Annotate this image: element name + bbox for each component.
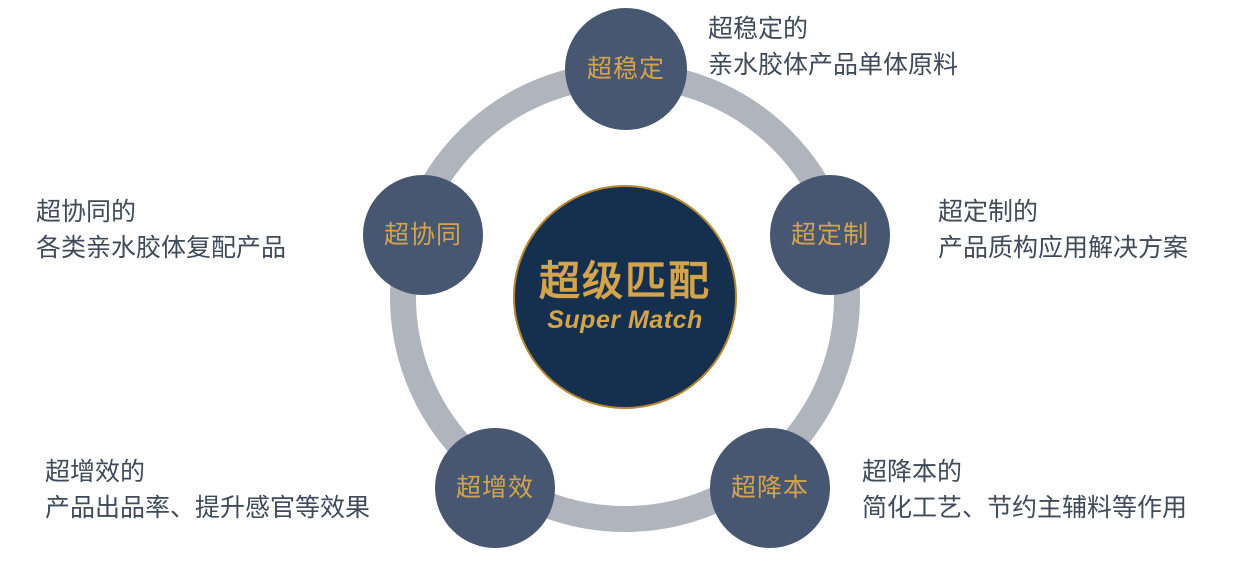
caption-stability-line-2: 亲水胶体产品单体原料 [708,50,959,79]
center-hub[interactable]: 超级匹配 Super Match [513,185,737,409]
node-efficiency[interactable]: 超增效 [435,428,555,548]
caption-stability: 超稳定的 亲水胶体产品单体原料 [708,12,958,83]
caption-customization: 超定制的 产品质构应用解决方案 [938,195,1188,266]
node-customization-label: 超定制 [790,220,869,249]
node-cost-reduction[interactable]: 超降本 [710,428,830,548]
caption-stability-line-1: 超稳定的 [708,15,809,43]
caption-cost-reduction: 超降本的 简化工艺、节约主辅料等作用 [862,455,1187,526]
caption-cost-reduction-line-1: 超降本的 [862,458,963,486]
caption-synergy-line-1: 超协同的 [36,198,137,226]
center-hub-title: 超级匹配 [539,257,711,304]
node-synergy[interactable]: 超协同 [363,175,483,295]
node-stability[interactable]: 超稳定 [565,8,687,130]
caption-synergy-line-2: 各类亲水胶体复配产品 [36,233,287,262]
caption-efficiency-line-1: 超增效的 [45,458,146,486]
caption-cost-reduction-line-2: 简化工艺、节约主辅料等作用 [862,493,1188,522]
node-customization[interactable]: 超定制 [770,175,890,295]
node-synergy-label: 超协同 [383,220,462,249]
center-hub-subtitle: Super Match [547,305,703,334]
node-cost-reduction-label: 超降本 [730,473,809,502]
node-efficiency-label: 超增效 [455,473,534,502]
caption-customization-line-2: 产品质构应用解决方案 [938,233,1189,262]
caption-synergy: 超协同的 各类亲水胶体复配产品 [36,195,286,266]
caption-efficiency-line-2: 产品出品率、提升感官等效果 [45,493,371,522]
caption-efficiency: 超增效的 产品出品率、提升感官等效果 [45,455,370,526]
caption-customization-line-1: 超定制的 [938,198,1039,226]
node-stability-label: 超稳定 [586,54,665,83]
